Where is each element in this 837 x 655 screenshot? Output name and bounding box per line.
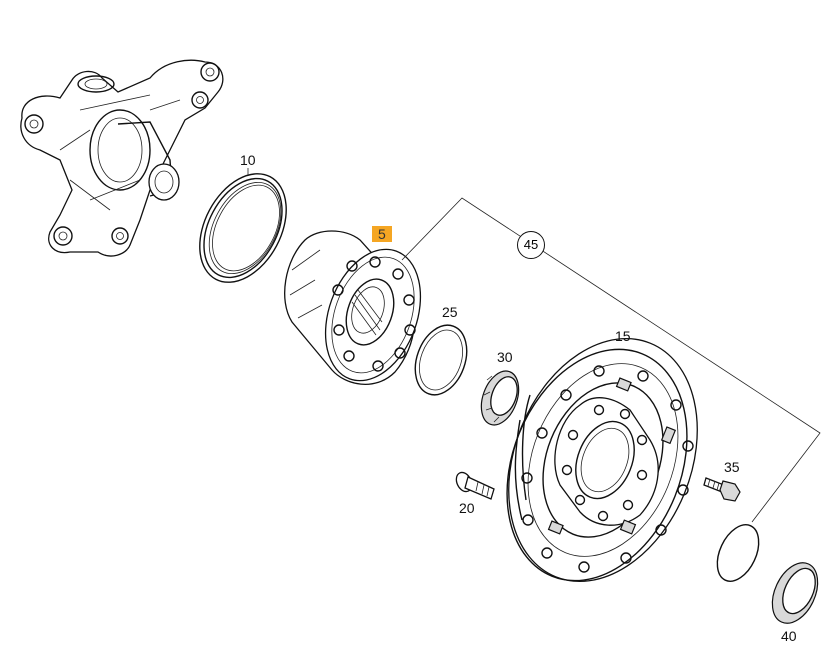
hub-bolt[interactable] <box>453 470 495 500</box>
callout-15: 15 <box>615 328 631 344</box>
callout-40: 40 <box>781 628 797 644</box>
hub-cap[interactable] <box>763 556 826 631</box>
callout-20: 20 <box>459 500 475 516</box>
callout-45: 45 <box>517 231 545 259</box>
group-45-bracket <box>401 197 821 523</box>
wheel-bolt[interactable] <box>703 477 741 502</box>
seal-ring[interactable] <box>182 159 304 297</box>
callout-30: 30 <box>497 349 513 365</box>
thrust-washer[interactable] <box>406 318 476 402</box>
axle-nut[interactable] <box>474 366 525 430</box>
callout-25: 25 <box>442 304 458 320</box>
callout-35: 35 <box>724 459 740 475</box>
callout-10: 10 <box>240 152 256 168</box>
wheel-bearing[interactable] <box>284 230 438 394</box>
callout-5[interactable]: 5 <box>372 226 392 242</box>
steering-knuckle[interactable] <box>20 59 224 257</box>
brake-disc[interactable] <box>474 310 732 610</box>
o-ring[interactable] <box>709 518 767 588</box>
